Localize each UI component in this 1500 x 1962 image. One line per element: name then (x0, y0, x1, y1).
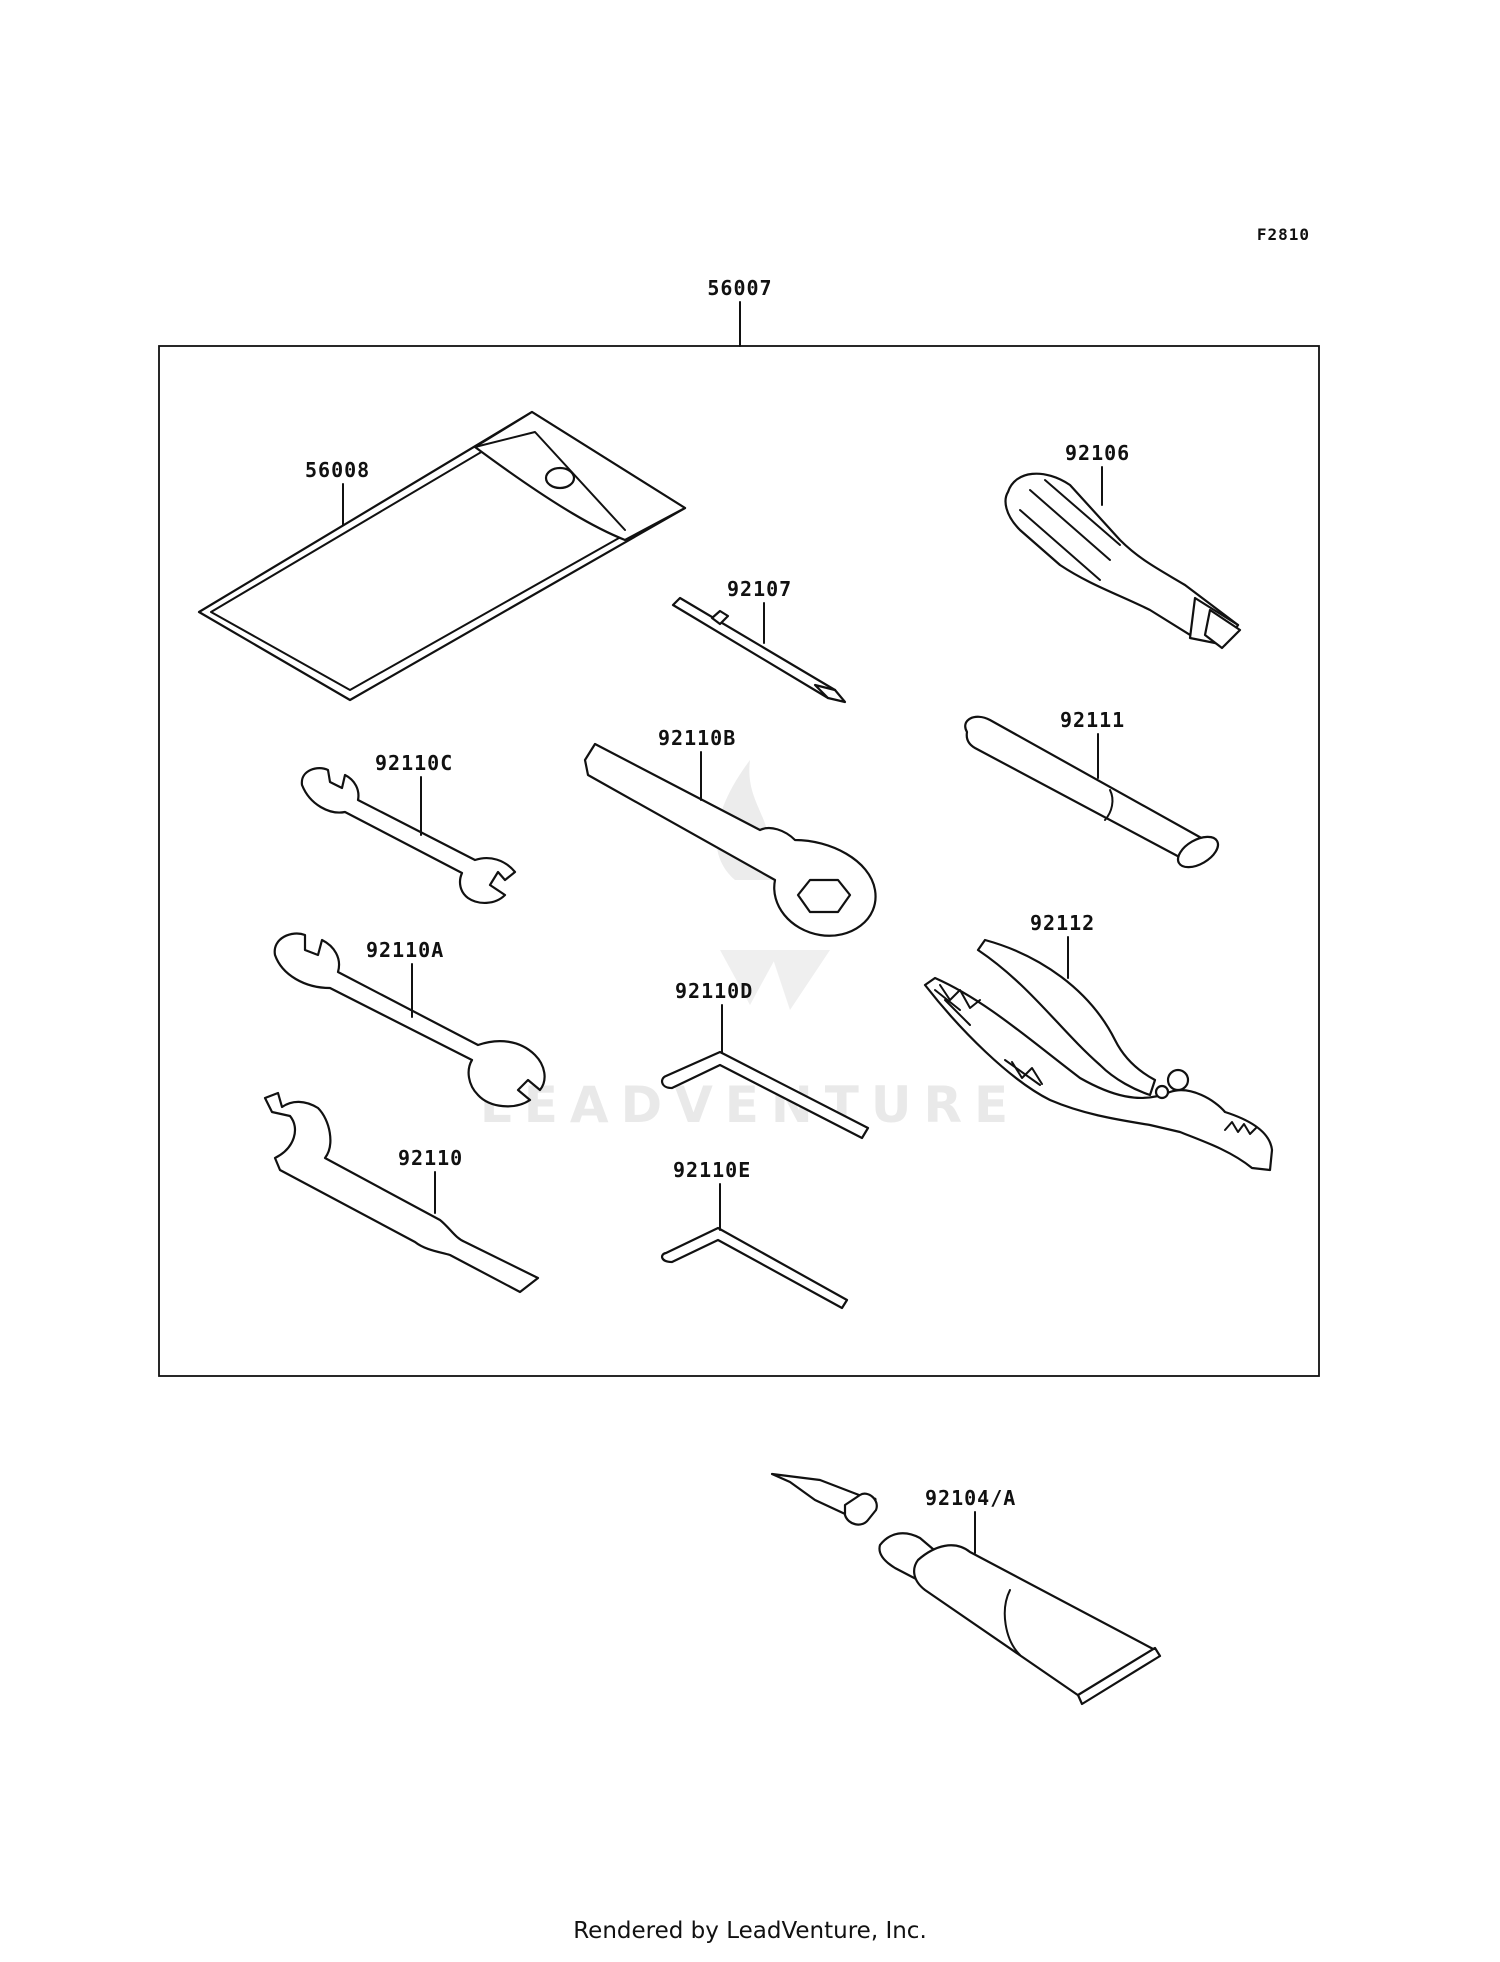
kit-part-label[interactable]: 56007 (707, 276, 772, 300)
tool-bag-56008 (197, 410, 687, 702)
part-label-92110B[interactable]: 92110B (658, 726, 736, 750)
part-label-92106[interactable]: 92106 (1065, 441, 1130, 465)
wrench-92110A (273, 932, 546, 1108)
part-label-92111[interactable]: 92111 (1060, 708, 1125, 732)
footer-credit: Rendered by LeadVenture, Inc. (573, 1918, 927, 1944)
part-label-92110[interactable]: 92110 (398, 1146, 463, 1170)
part-label-92110D[interactable]: 92110D (675, 979, 753, 1003)
part-label-92112[interactable]: 92112 (1030, 911, 1095, 935)
handle-92106 (1004, 472, 1242, 650)
part-label-92110E[interactable]: 92110E (673, 1158, 751, 1182)
part-label-56008[interactable]: 56008 (305, 458, 370, 482)
wrench-92110C (300, 767, 517, 904)
hex-key-92110E (661, 1226, 849, 1310)
driver-bit-92107 (671, 596, 847, 704)
hex-key-92110D (661, 1050, 870, 1140)
spanner-92110 (263, 1091, 540, 1294)
pliers-92112 (923, 938, 1274, 1172)
part-label-92110A[interactable]: 92110A (366, 938, 444, 962)
watermark-text: LEADVENTURE (480, 1076, 1020, 1134)
part-label-92107[interactable]: 92107 (727, 577, 792, 601)
figure-code: F2810 (1257, 225, 1310, 244)
part-label-92104A[interactable]: 92104/A (925, 1486, 1016, 1510)
part-label-92110C[interactable]: 92110C (375, 751, 453, 775)
grease-tube-92104A (770, 1472, 1162, 1706)
extension-tube-92111 (964, 715, 1220, 869)
kit-frame (158, 345, 1320, 1377)
ring-wrench-92110B (583, 742, 877, 937)
